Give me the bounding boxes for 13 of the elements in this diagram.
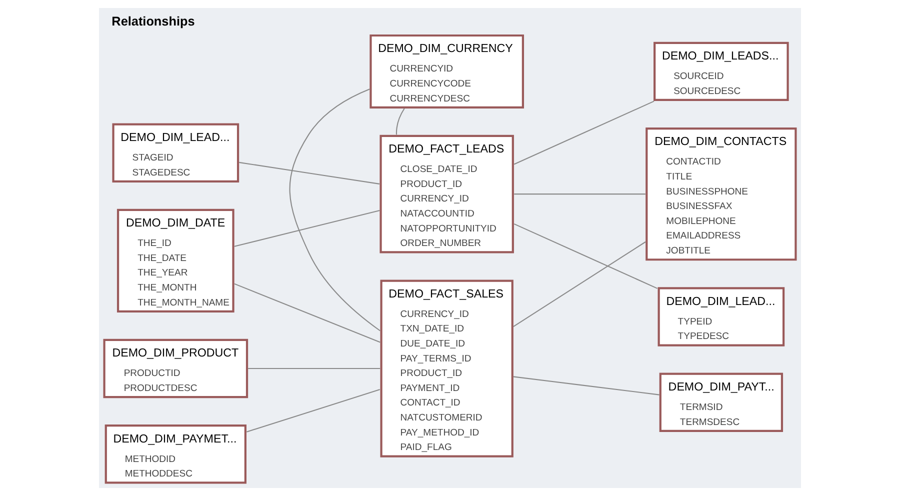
connector <box>246 389 380 432</box>
connector <box>513 376 660 396</box>
connector <box>514 223 658 289</box>
diagram-title: Relationships <box>112 14 195 29</box>
connector <box>239 162 380 184</box>
connector <box>289 88 380 332</box>
connector <box>514 194 646 195</box>
connector <box>234 210 380 247</box>
connector <box>514 100 654 165</box>
connector <box>513 241 646 327</box>
connector <box>234 283 380 343</box>
connector <box>396 108 405 135</box>
connector <box>248 368 380 370</box>
